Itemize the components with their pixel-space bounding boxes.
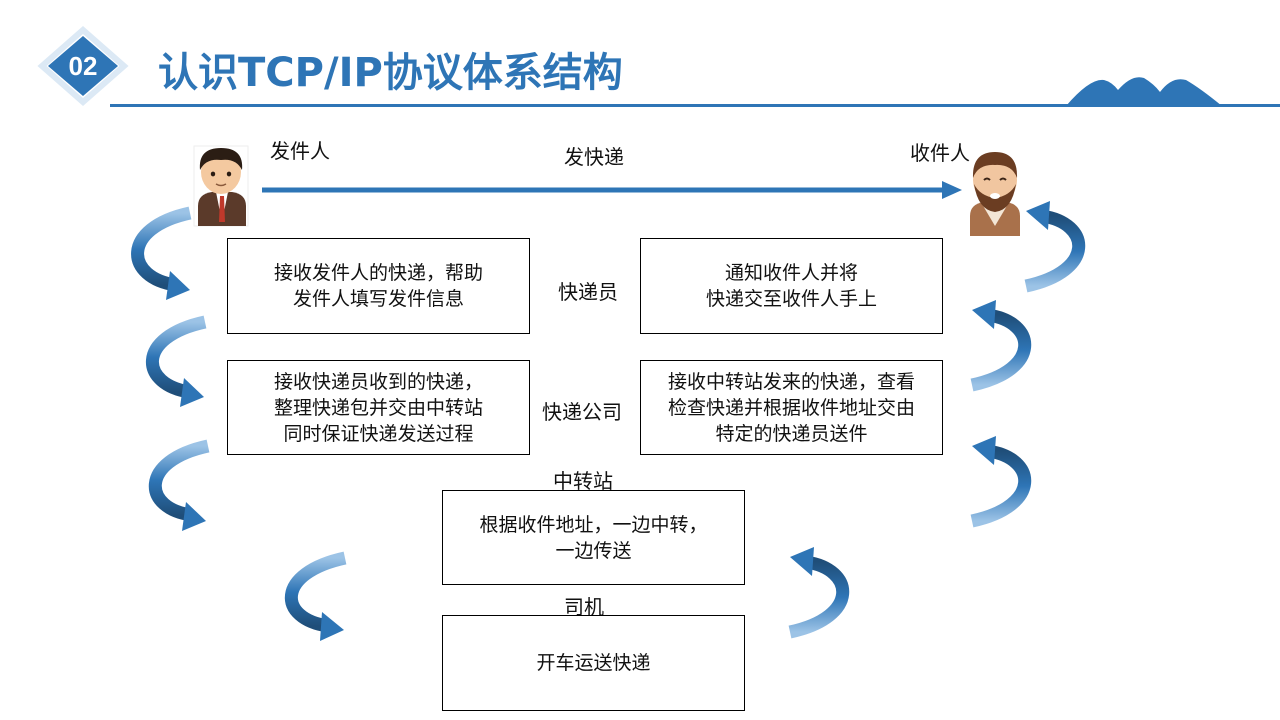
send-arrow — [262, 181, 962, 199]
curved-arrow-left-2 — [146, 315, 207, 407]
receiver-avatar-icon — [966, 150, 1024, 236]
box-company-right: 接收中转站发来的快递，查看 检查快递并根据收件地址交由 特定的快递员送件 — [640, 360, 943, 455]
role-hub: 中转站 — [553, 469, 613, 493]
box-line: 开车运送快递 — [536, 652, 651, 674]
sender-avatar-icon — [193, 145, 249, 227]
box-courier-right: 通知收件人并将 快递交至收件人手上 — [640, 238, 943, 334]
curved-arrow-right-2 — [970, 436, 1032, 528]
box-line: 整理快递包并交由中转站 — [273, 396, 483, 419]
curved-arrow-left-1 — [131, 206, 192, 300]
box-company-left: 接收快递员收到的快递， 整理快递包并交由中转站 同时保证快递发送过程 — [227, 360, 530, 455]
role-company: 快递公司 — [542, 400, 622, 424]
curved-arrow-right-3 — [970, 300, 1032, 392]
section-number-badge: 02 — [68, 50, 98, 81]
header-underline — [110, 104, 1280, 107]
send-label: 发快递 — [564, 145, 624, 169]
box-hub: 根据收件地址，一边中转， 一边传送 — [442, 490, 745, 585]
curved-arrow-right-4 — [1024, 201, 1086, 293]
box-line: 接收中转站发来的快递，查看 — [667, 370, 915, 393]
badge-diamond — [37, 26, 129, 106]
curved-arrow-left-4 — [284, 551, 347, 641]
box-courier-left: 接收发件人的快递，帮助 发件人填写发件信息 — [227, 238, 530, 334]
curved-arrow-right-1 — [788, 547, 850, 639]
box-line: 一边传送 — [555, 539, 632, 562]
box-line: 根据收件地址，一边中转， — [479, 513, 708, 536]
page-title: 认识TCP/IP协议体系结构 — [158, 50, 623, 96]
role-courier: 快递员 — [558, 280, 618, 304]
box-line: 通知收件人并将 — [724, 262, 858, 284]
box-line: 同时保证快递发送过程 — [283, 422, 474, 445]
box-driver: 开车运送快递 — [442, 615, 745, 711]
curved-arrow-left-3 — [148, 439, 210, 531]
box-line: 发件人填写发件信息 — [292, 288, 464, 310]
sender-label: 发件人 — [270, 139, 330, 163]
receiver-label: 收件人 — [910, 141, 970, 165]
box-line: 接收快递员收到的快递， — [273, 370, 483, 393]
box-line: 快递交至收件人手上 — [705, 288, 877, 310]
mountain-decoration — [1066, 77, 1222, 106]
box-line: 特定的快递员送件 — [715, 422, 868, 445]
box-line: 接收发件人的快递，帮助 — [273, 262, 483, 284]
box-line: 检查快递并根据收件地址交由 — [667, 396, 915, 419]
